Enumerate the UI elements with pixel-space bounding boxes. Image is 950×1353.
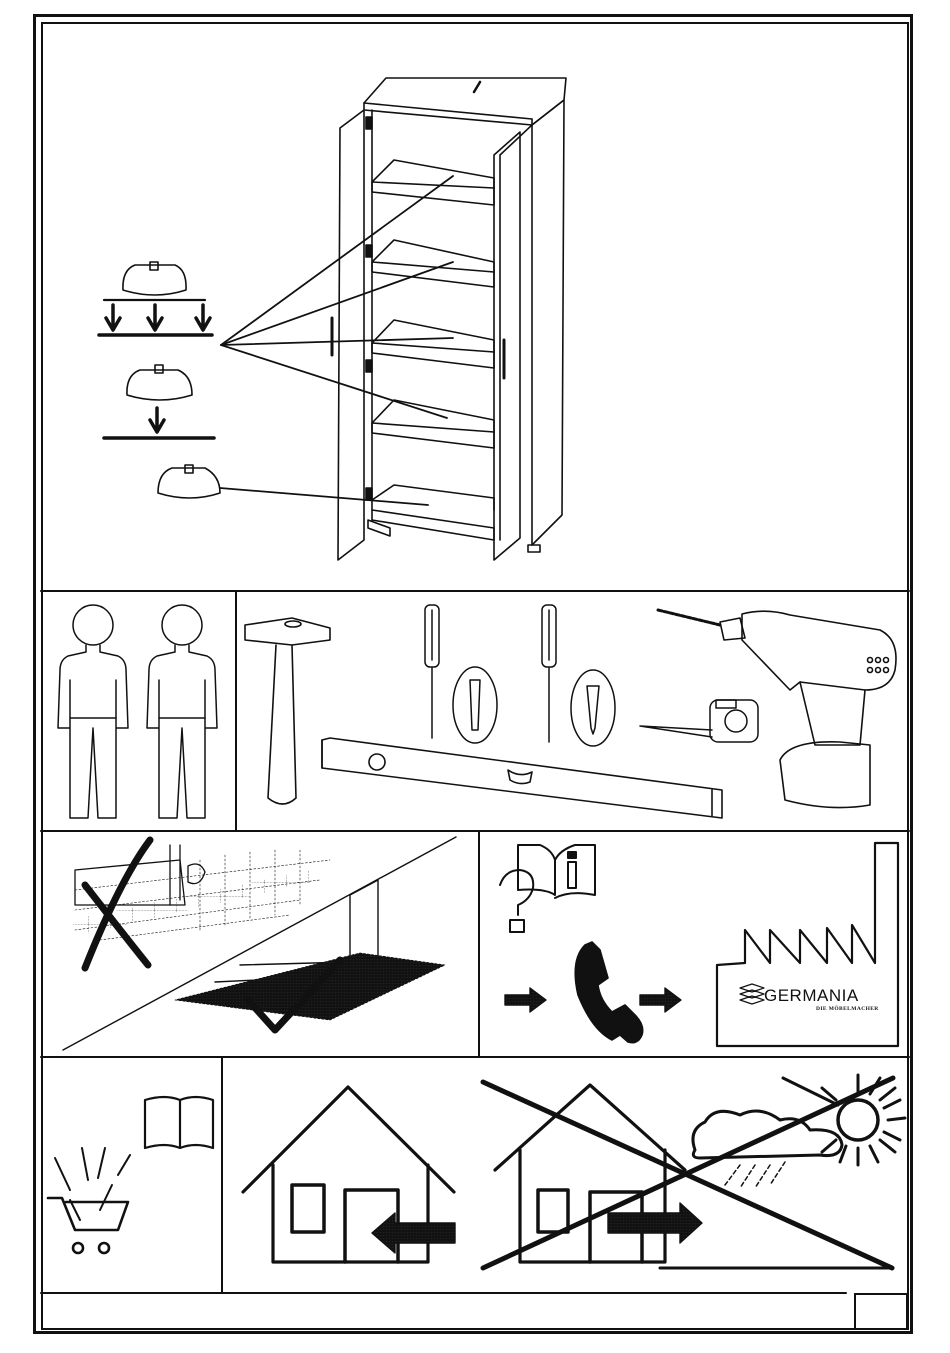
hard-floor-crossed-icon [63, 837, 456, 1050]
spirit-level-icon [322, 738, 722, 818]
phone-icon [505, 942, 681, 1043]
shelf-support-icon [99, 262, 220, 498]
flat-screwdriver-icon [425, 605, 497, 743]
indoor-house-icon [243, 1087, 455, 1262]
tape-measure-icon [640, 700, 758, 742]
two-person-icon [58, 605, 217, 818]
hardware-cart-icon [48, 1097, 213, 1253]
cordless-drill-icon [658, 610, 896, 808]
phillips-screwdriver-icon [542, 605, 615, 746]
brand-tagline: DIE MÖBELMACHER [816, 1006, 879, 1012]
shelf-pointer-lines [220, 176, 453, 505]
hammer-icon [245, 618, 330, 804]
brand-logo-text: GERMANIA [764, 986, 859, 1006]
outdoor-house-crossed-icon [483, 1075, 905, 1268]
manual-info-icon [500, 845, 595, 932]
factory-icon [717, 843, 898, 1046]
page-number-box [854, 1293, 908, 1330]
wardrobe-assembly-diagram [332, 78, 566, 560]
